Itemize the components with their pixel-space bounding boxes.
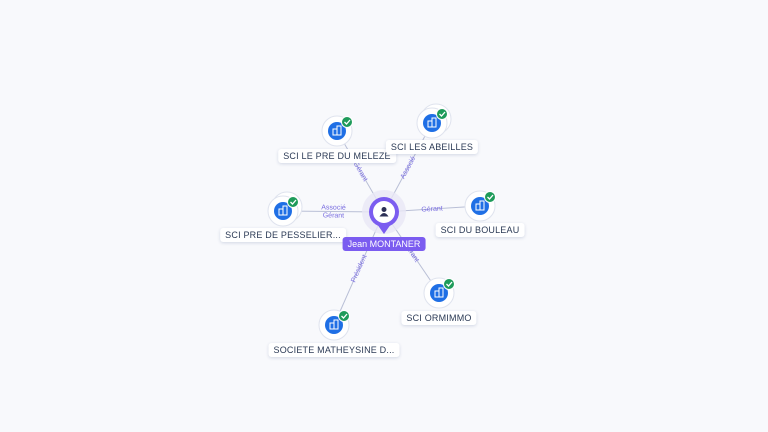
check-icon — [443, 278, 455, 290]
check-icon — [287, 196, 299, 208]
relation-label-pesselier-1: Associé — [321, 204, 346, 211]
building-icon — [475, 200, 485, 211]
relation-label-meleze-0: Gérant — [352, 161, 369, 183]
building-icon — [434, 287, 444, 298]
relation-label-matheysine-0: Président — [350, 254, 368, 284]
building-icon — [278, 205, 288, 216]
company-node-abeilles[interactable] — [416, 103, 452, 139]
building-icon — [329, 319, 339, 330]
company-label-matheysine[interactable]: SOCIETE MATHEYSINE D... — [268, 343, 400, 357]
company-node-matheysine[interactable] — [318, 309, 350, 341]
check-icon — [341, 116, 353, 128]
person-label[interactable]: Jean MONTANER — [342, 237, 426, 251]
building-icon — [427, 117, 437, 128]
company-label-ormimmo[interactable]: SCI ORMIMMO — [401, 311, 477, 325]
company-label-abeilles[interactable]: SCI LES ABEILLES — [385, 140, 479, 154]
check-icon — [484, 191, 496, 203]
company-node-meleze[interactable] — [321, 115, 353, 147]
person-node[interactable] — [362, 190, 406, 234]
company-node-ormimmo[interactable] — [423, 277, 455, 309]
company-label-bouleau[interactable]: SCI DU BOULEAU — [435, 223, 525, 237]
company-label-pesselier[interactable]: SCI PRE DE PESSELIER... — [220, 228, 346, 242]
company-label-meleze[interactable]: SCI LE PRE DU MELEZE — [278, 149, 396, 163]
relation-label-abeilles-0: Associé — [400, 155, 418, 180]
person-icon — [379, 207, 389, 217]
check-icon — [436, 108, 448, 120]
check-icon — [338, 310, 350, 322]
company-node-pesselier[interactable] — [267, 191, 303, 227]
building-icon — [332, 125, 342, 136]
company-node-bouleau[interactable] — [464, 190, 496, 222]
relation-label-bouleau-0: Gérant — [421, 205, 443, 213]
relation-label-pesselier-0: Gérant — [323, 212, 345, 219]
